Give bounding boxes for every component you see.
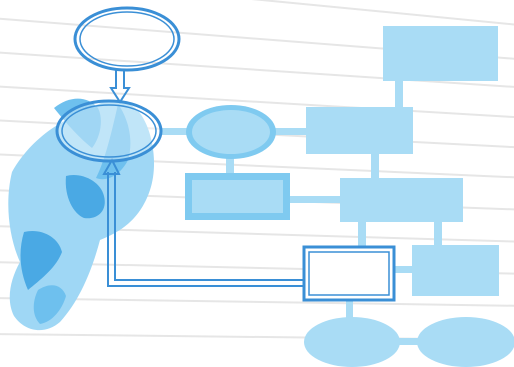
connector-bars (160, 80, 442, 345)
right-lower-box (412, 245, 499, 296)
arrow-outline-to-target (102, 157, 304, 287)
connector-center-to-right-mid (371, 152, 379, 180)
connector-bottom-ovals (395, 338, 419, 345)
mid-oval-inner (192, 110, 270, 154)
arrow-head-down (109, 69, 131, 104)
connector-right-mid-to-outline (358, 221, 366, 247)
small-box-inner (192, 180, 283, 213)
hand-shade-2 (20, 230, 62, 290)
connector-right-mid-to-right-lower (434, 221, 442, 247)
connector-mid-to-center (270, 128, 310, 135)
hand-thumb (54, 98, 101, 148)
outline-box-inner (308, 251, 390, 296)
return-line-outer (107, 172, 304, 287)
target-oval (55, 99, 163, 163)
right-mid-box (340, 178, 463, 222)
hand-wrist (33, 285, 66, 324)
start-oval-inner-ring (79, 11, 175, 67)
hand-holding-pen-icon (8, 98, 155, 331)
target-oval-inner-ring (61, 104, 157, 158)
center-box (306, 107, 413, 154)
connector-target-to-mid (160, 128, 190, 135)
top-right-box (383, 26, 498, 81)
bottom-right-oval (417, 317, 514, 367)
connector-outline-to-right-lower (395, 266, 413, 273)
diagram-nodes (55, 6, 514, 367)
bottom-left-oval (304, 317, 400, 367)
connector-outline-to-bottom-oval (346, 300, 353, 320)
start-oval (73, 6, 181, 72)
connector-mid-to-small (226, 155, 234, 177)
outline-box (302, 245, 396, 302)
hand-shade-1 (65, 174, 105, 219)
connector-small-to-right-mid (288, 196, 342, 203)
return-line-inner (114, 172, 304, 281)
arrow-start-to-target (109, 69, 131, 104)
connector-center-to-top-right (395, 80, 403, 110)
arrow-head-up (102, 157, 121, 175)
